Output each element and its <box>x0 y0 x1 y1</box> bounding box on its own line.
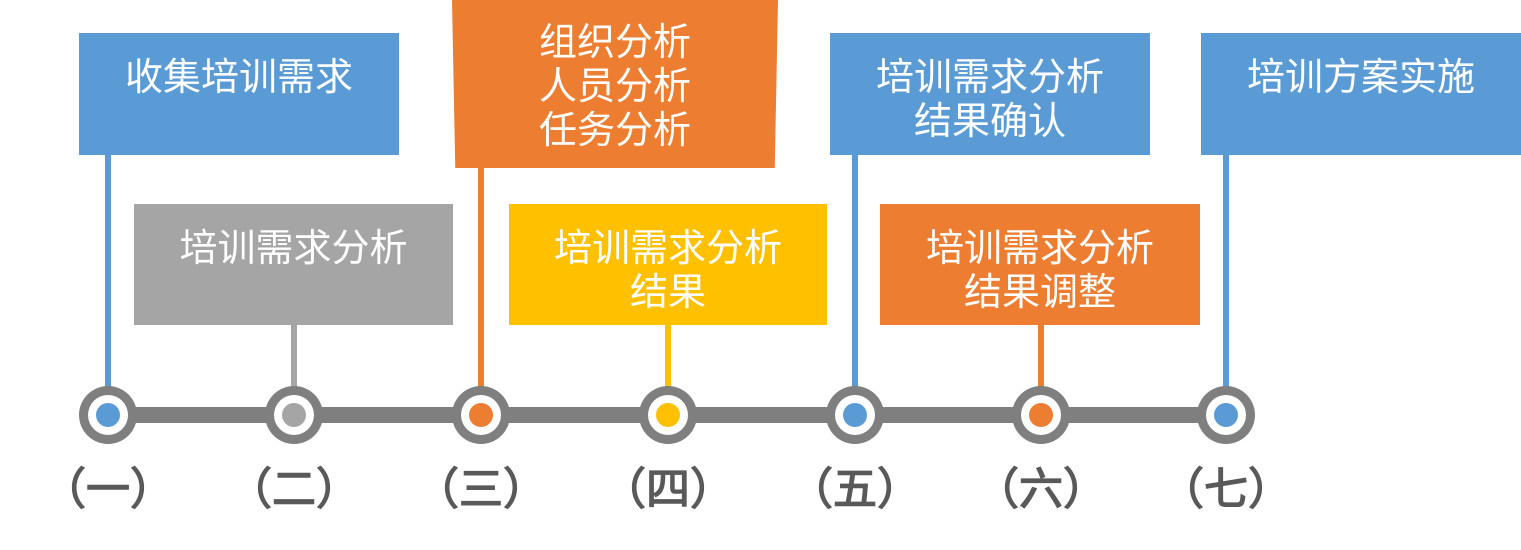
step-5-box: 培训需求分析 结果确认 <box>830 33 1150 155</box>
timeline-node-1-dot <box>96 403 120 427</box>
step-1-box-line-1: 收集培训需求 <box>124 55 353 99</box>
step-7-connector <box>1223 155 1229 407</box>
timeline-node-4-dot <box>656 403 680 427</box>
timeline-node-4 <box>639 386 697 444</box>
timeline-node-6 <box>1012 386 1070 444</box>
timeline-node-2-dot <box>282 403 306 427</box>
step-2-box: 培训需求分析 <box>134 204 453 325</box>
step-2-box-line-1: 培训需求分析 <box>179 226 408 270</box>
step-3-box-line-1: 组织分析 <box>538 20 691 64</box>
step-3-connector <box>478 168 484 407</box>
step-3-box-line-3: 任务分析 <box>538 108 691 152</box>
step-7-box-line-1: 培训方案实施 <box>1246 55 1475 99</box>
step-7-box: 培训方案实施 <box>1201 33 1521 155</box>
timeline-node-6-dot <box>1029 403 1053 427</box>
step-4-box: 培训需求分析 结果 <box>509 204 827 325</box>
step-5-box-line-2: 结果确认 <box>913 99 1066 143</box>
step-3-box: 组织分析 人员分析 任务分析 <box>452 0 778 168</box>
step-3-box-line-2: 人员分析 <box>538 64 691 108</box>
step-4-label: （四） <box>602 464 734 515</box>
timeline-node-3 <box>452 386 510 444</box>
step-5-label: （五） <box>789 464 921 515</box>
step-6-box: 培训需求分析 结果调整 <box>880 204 1200 325</box>
timeline-node-5-dot <box>843 403 867 427</box>
timeline-node-7 <box>1197 386 1255 444</box>
step-4-box-line-2: 结果 <box>629 270 706 314</box>
timeline-node-5 <box>826 386 884 444</box>
step-5-box-line-1: 培训需求分析 <box>875 55 1104 99</box>
timeline-node-3-dot <box>469 403 493 427</box>
step-3-label: （三） <box>415 464 547 515</box>
step-5-connector <box>852 155 858 407</box>
step-6-box-line-2: 结果调整 <box>963 270 1116 314</box>
step-6-connector <box>1038 325 1044 407</box>
step-1-connector <box>105 155 111 407</box>
timeline-node-7-dot <box>1214 403 1238 427</box>
timeline-node-2 <box>265 386 323 444</box>
step-6-box-line-1: 培训需求分析 <box>925 226 1154 270</box>
timeline-node-1 <box>79 386 137 444</box>
step-4-connector <box>665 325 671 407</box>
step-1-box: 收集培训需求 <box>79 33 399 155</box>
step-2-connector <box>291 325 297 407</box>
step-7-label: （七） <box>1160 464 1292 515</box>
step-4-box-line-1: 培训需求分析 <box>553 226 782 270</box>
step-2-label: （二） <box>228 464 360 515</box>
step-6-label: （六） <box>975 464 1107 515</box>
step-1-label: （一） <box>42 464 174 515</box>
